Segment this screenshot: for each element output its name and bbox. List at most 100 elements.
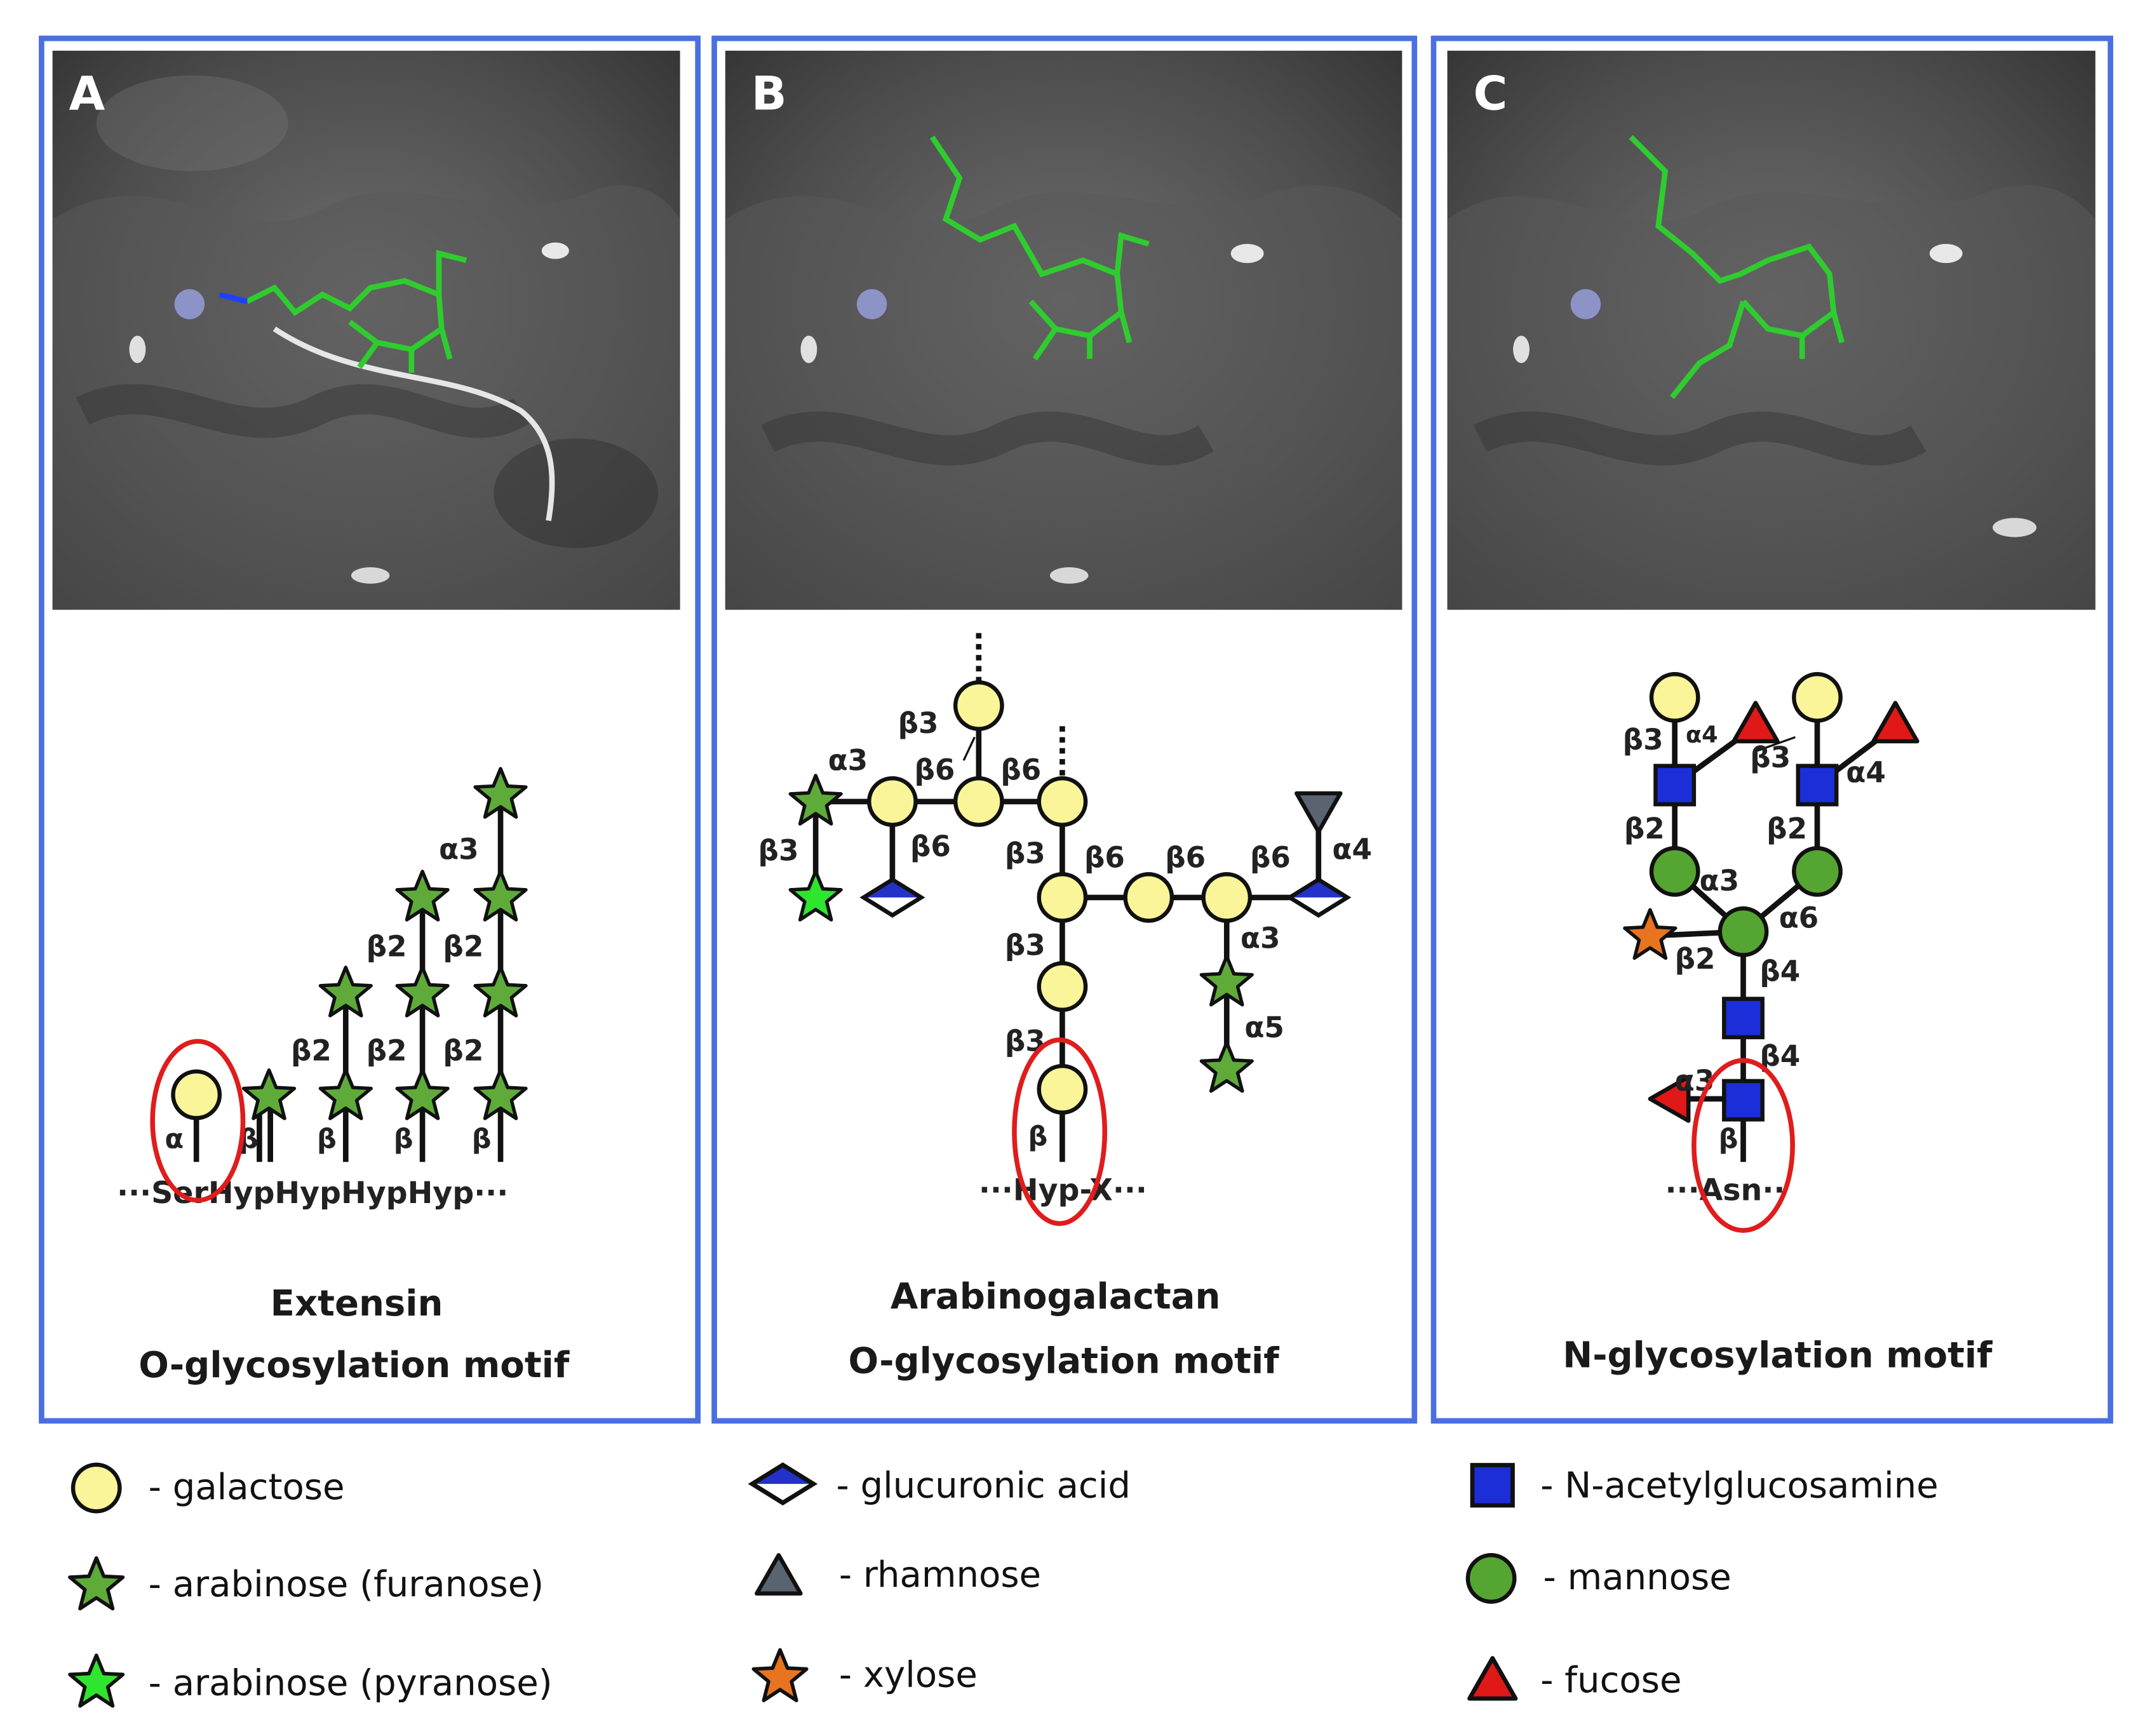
glcnac-icon xyxy=(1655,766,1693,804)
linkage-label: α3 xyxy=(439,832,479,866)
linkage-label: β6 xyxy=(1084,840,1125,874)
linkage-label: β4 xyxy=(1759,954,1800,988)
panel-a-title: Extensin xyxy=(271,1283,443,1324)
panel-a-structure-image: A xyxy=(52,50,680,610)
legend-label: - fucose xyxy=(1540,1660,1681,1701)
panel-a-title: O-glycosylation motif xyxy=(138,1345,570,1386)
linkage-label: β xyxy=(317,1124,337,1155)
linkage-label: α4 xyxy=(1846,756,1886,790)
arabinose-furanose-star-icon xyxy=(70,1558,123,1609)
linkage-label: β2 xyxy=(367,1034,407,1068)
galactose-icon xyxy=(1794,674,1840,720)
linkage-label: β6 xyxy=(1000,753,1041,786)
linkage-label: β2 xyxy=(367,930,407,964)
linkage-label: β2 xyxy=(443,930,483,964)
galactose-icon xyxy=(955,682,1002,729)
linkage-label: β2 xyxy=(291,1034,332,1068)
galactose-icon xyxy=(1126,874,1172,920)
panel-c-letter: C xyxy=(1474,67,1508,121)
arabinose-pyranose-icon xyxy=(790,871,841,920)
linkage-label: β xyxy=(1719,1124,1738,1155)
glcnac-icon xyxy=(1724,1081,1762,1119)
peptide-sequence: ···Asn·· xyxy=(1665,1173,1785,1208)
legend-label: - glucuronic acid xyxy=(837,1465,1131,1507)
linkage-label: α3 xyxy=(1675,1064,1715,1098)
xylose-star-icon xyxy=(753,1650,806,1700)
linkage-label: β2 xyxy=(443,1034,483,1068)
highlight-ellipse xyxy=(1012,1037,1108,1227)
fucose-icon xyxy=(1873,703,1917,741)
linkage-label: β3 xyxy=(898,706,939,740)
rhamnose-triangle-icon xyxy=(757,1555,800,1593)
linkage-label: β3 xyxy=(1623,723,1664,757)
panel-c-structure-image: C xyxy=(1447,50,2095,610)
mannose-icon xyxy=(1720,908,1766,955)
galactose-icon xyxy=(955,778,1002,824)
panel-b-structure-image: B xyxy=(725,50,1402,610)
linkage-label: β3 xyxy=(758,834,799,868)
galactose-icon xyxy=(869,778,915,824)
galactose-circle-icon xyxy=(73,1465,119,1511)
linkage-label: α6 xyxy=(1779,901,1819,934)
legend-label: - xylose xyxy=(839,1654,978,1695)
linkage-label: α4 xyxy=(1332,832,1372,866)
linkage-label: β2 xyxy=(1624,812,1665,845)
panel-c-title: N-glycosylation motif xyxy=(1563,1335,1993,1376)
linkage-label: α3 xyxy=(828,743,868,777)
highlight-ellipse xyxy=(1691,1058,1795,1233)
linkage-label: α3 xyxy=(1699,864,1739,898)
legend-label: - mannose xyxy=(1543,1557,1732,1598)
glucuronic-acid-diamond-icon xyxy=(752,1465,813,1503)
galactose-icon xyxy=(1651,674,1698,720)
highlight-ellipse xyxy=(150,1039,246,1203)
galactose-icon xyxy=(1039,874,1086,920)
legend-label: - N-acetylglucosamine xyxy=(1540,1465,1938,1507)
panel-a-frame xyxy=(39,36,701,1424)
legend-label: - galactose xyxy=(149,1467,345,1508)
linkage-label: β xyxy=(1028,1120,1048,1152)
panel-b-title: O-glycosylation motif xyxy=(849,1340,1280,1382)
panel-c-frame xyxy=(1430,36,2113,1424)
panel-b-title: Arabinogalactan xyxy=(891,1276,1221,1317)
glcnac-icon xyxy=(1798,766,1836,804)
arabinose-pyranose-star-icon xyxy=(70,1655,123,1706)
arabinose-furanose-icon xyxy=(1201,1043,1252,1091)
linkage-label: α5 xyxy=(1244,1011,1284,1044)
linkage-label: α4 xyxy=(1686,721,1718,748)
linkage-label: α xyxy=(165,1124,184,1155)
linkage-label: α3 xyxy=(1241,922,1281,955)
linkage-label: β3 xyxy=(1005,928,1046,962)
linkage-label: β6 xyxy=(1165,840,1206,874)
linkage-label: β3 xyxy=(1750,741,1791,774)
linkage-label: β2 xyxy=(1675,942,1716,976)
fucose-icon xyxy=(1733,703,1777,741)
glucuronic-acid-icon xyxy=(1290,880,1348,915)
linkage-label: β xyxy=(394,1124,414,1155)
panel-b-frame xyxy=(711,36,1418,1424)
mannose-icon xyxy=(1794,848,1840,894)
rhamnose-icon xyxy=(1296,793,1340,831)
fucose-triangle-icon xyxy=(1470,1659,1516,1699)
linkage-label: β3 xyxy=(1005,837,1046,870)
panel-a-letter: A xyxy=(69,67,105,121)
legend-label: - arabinose (furanose) xyxy=(149,1564,544,1605)
galactose-icon xyxy=(173,1072,219,1118)
legend-label: - rhamnose xyxy=(839,1554,1041,1596)
glucuronic-acid-icon xyxy=(864,880,922,915)
linkage-label: β6 xyxy=(914,753,955,786)
mannose-icon xyxy=(1651,848,1698,894)
galactose-icon xyxy=(1039,778,1086,824)
glcnac-square-icon xyxy=(1472,1465,1512,1505)
glcnac-icon xyxy=(1724,999,1762,1037)
peptide-sequence: ···Hyp-X··· xyxy=(979,1173,1147,1208)
galactose-icon xyxy=(1204,874,1250,920)
panel-b-letter: B xyxy=(751,67,787,121)
xylose-icon xyxy=(1625,910,1676,958)
linkage-label: β6 xyxy=(1250,840,1291,874)
linkage-label: β xyxy=(472,1124,492,1155)
legend-label: - arabinose (pyranose) xyxy=(149,1662,553,1704)
mannose-circle-icon xyxy=(1468,1555,1514,1601)
linkage-label: β2 xyxy=(1766,812,1807,845)
galactose-icon xyxy=(1039,963,1086,1009)
legend: - galactose - arabinose (furanose) - ara… xyxy=(70,1465,1939,1706)
